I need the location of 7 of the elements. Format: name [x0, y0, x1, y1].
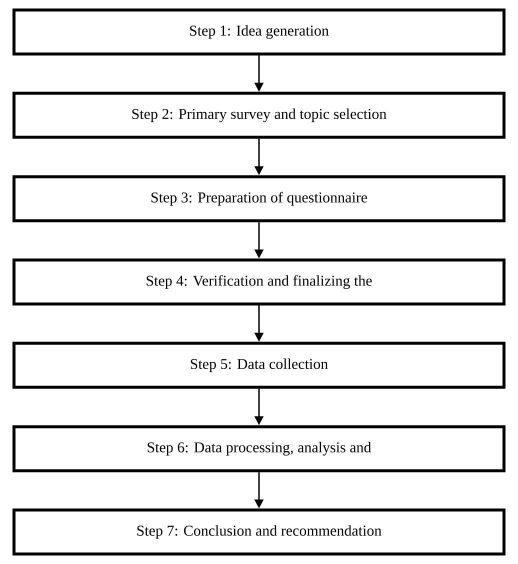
process-box: Step 7: Conclusion and recommendation	[12, 508, 506, 556]
process-box: Step 3: Preparation of questionnaire	[12, 175, 506, 222]
process-box: Step 2: Primary survey and topic selection	[12, 92, 506, 139]
process-box: Step 4: Verification and finalizing the	[12, 258, 506, 306]
process-box: Step 5: Data collection	[12, 342, 506, 389]
process-box: Step 6: Data processing, analysis and	[12, 425, 506, 472]
process-box: Step 1: Idea generation	[12, 8, 506, 56]
